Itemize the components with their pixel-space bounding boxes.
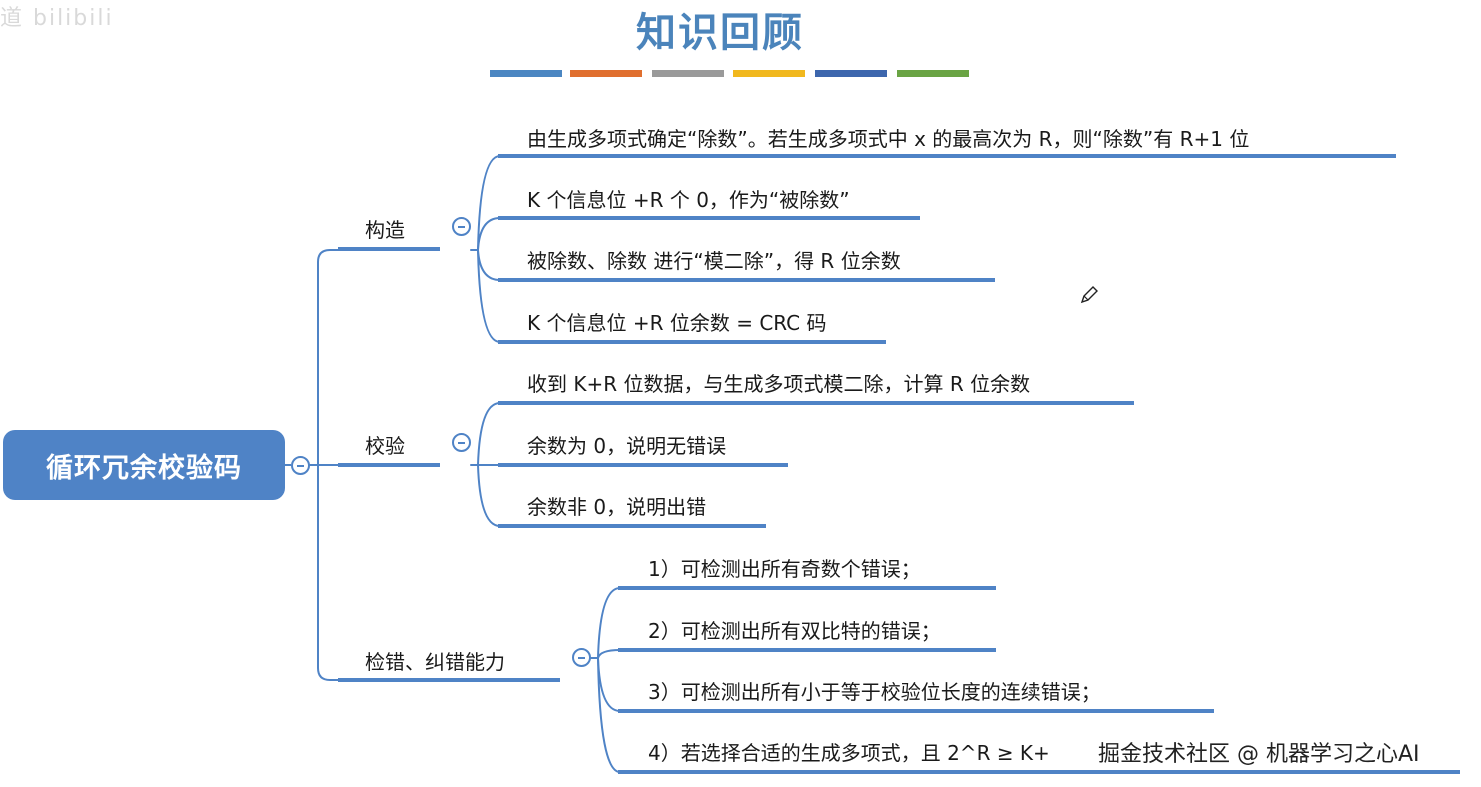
branch-verify-label[interactable]: 校验 <box>365 434 405 458</box>
watermark-bottom-right: 掘金技术社区 @ 机器学习之心AI <box>1098 742 1420 767</box>
pencil-cursor-icon <box>1080 286 1098 304</box>
capability-item-4[interactable]: 4）若选择合适的生成多项式，且 2^R ≥ K+ <box>648 741 1050 765</box>
construct-connector-2 <box>477 217 501 251</box>
color-bar-5 <box>815 70 887 77</box>
construct-item-1[interactable]: 由生成多项式确定“除数”。若生成多项式中 x 的最高次为 R，则“除数”有 R+… <box>527 127 1250 151</box>
watermark-top-left: 道 bilibili <box>0 6 114 31</box>
construct-item-2[interactable]: K 个信息位 +R 个 0，作为“被除数” <box>527 188 850 212</box>
color-bar-2 <box>570 70 642 77</box>
branch-capability-label[interactable]: 检错、纠错能力 <box>365 650 505 674</box>
capability-connector-2 <box>597 649 621 659</box>
page-title: 知识回顾 <box>636 9 804 56</box>
construct-item-4[interactable]: K 个信息位 +R 位余数 = CRC 码 <box>527 311 827 335</box>
construct-connector-3 <box>477 249 501 281</box>
construct-connector-1 <box>477 155 501 251</box>
branch-construct-label[interactable]: 构造 <box>365 218 405 242</box>
verify-item-1[interactable]: 收到 K+R 位数据，与生成多项式模二除，计算 R 位余数 <box>527 372 1031 396</box>
root-node[interactable]: 循环冗余校验码 <box>3 430 285 500</box>
verify-item-2[interactable]: 余数为 0，说明无错误 <box>527 434 727 458</box>
construct-item-3[interactable]: 被除数、除数 进行“模二除”，得 R 位余数 <box>527 249 901 273</box>
verify-connector-1 <box>477 402 501 466</box>
color-bar-6 <box>897 70 969 77</box>
branch-capability-collapse-toggle[interactable] <box>572 648 591 667</box>
capability-item-1[interactable]: 1）可检测出所有奇数个错误； <box>648 557 921 581</box>
trunk-to-construct <box>317 249 339 466</box>
capability-item-3[interactable]: 3）可检测出所有小于等于校验位长度的连续错误； <box>648 680 1101 704</box>
capability-connector-3 <box>597 657 621 712</box>
construct-connector-4 <box>477 249 501 343</box>
trunk-to-capability <box>317 464 339 681</box>
verify-item-3[interactable]: 余数非 0，说明出错 <box>527 495 707 519</box>
capability-item-2[interactable]: 2）可检测出所有双比特的错误； <box>648 619 941 643</box>
root-collapse-toggle[interactable] <box>291 456 310 475</box>
color-bar-1 <box>490 70 562 77</box>
color-bar-3 <box>652 70 724 77</box>
capability-connector-1 <box>597 587 621 659</box>
branch-verify-collapse-toggle[interactable] <box>452 433 471 452</box>
color-bar-4 <box>733 70 805 77</box>
branch-construct-collapse-toggle[interactable] <box>452 217 471 236</box>
capability-connector-4 <box>597 657 621 773</box>
verify-connector-3 <box>477 464 501 527</box>
